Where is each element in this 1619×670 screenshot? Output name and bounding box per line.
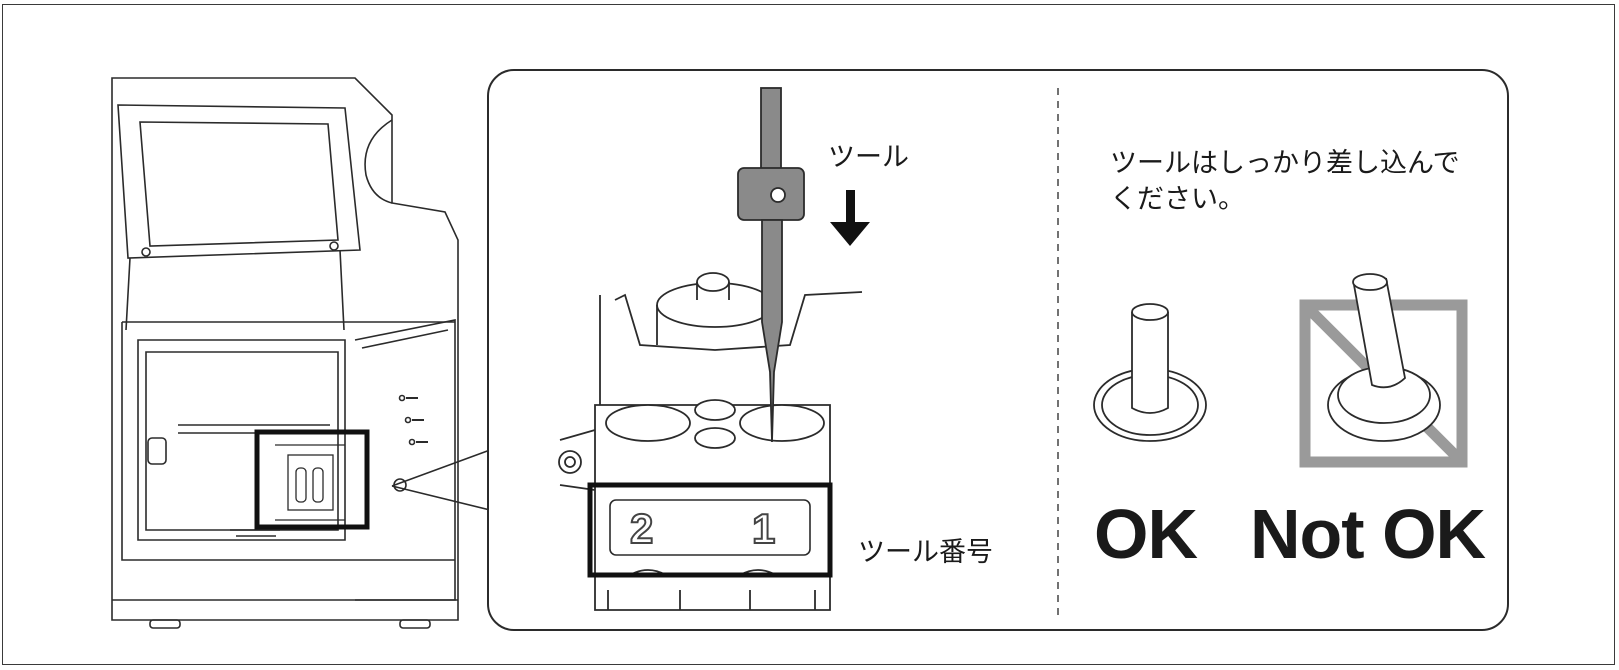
number-plate xyxy=(609,499,811,556)
slot-number-2: 2 xyxy=(629,504,654,553)
instruction-text: ツールはしっかり差し込んで ください。 xyxy=(1110,146,1460,218)
milling-machine xyxy=(111,77,459,629)
tool-label: ツール xyxy=(828,142,909,173)
slot-number-1: 1 xyxy=(751,504,776,553)
instruction-line-2: ください。 xyxy=(1110,184,1245,215)
ok-label: OK xyxy=(1094,495,1198,573)
ok-example xyxy=(1093,303,1207,442)
insert-arrow-icon xyxy=(830,190,870,246)
holder-highlight-box xyxy=(254,429,370,530)
callout-pointer xyxy=(391,449,491,511)
tool-number-highlight xyxy=(587,482,833,578)
not-ok-label: Not OK xyxy=(1250,495,1486,573)
tool-illustration xyxy=(737,87,805,443)
not-ok-example xyxy=(1299,273,1468,468)
instruction-line-1: ツールはしっかり差し込んで xyxy=(1110,148,1460,179)
holder-mini xyxy=(275,444,345,521)
outer-frame xyxy=(2,4,1615,665)
tool-number-label: ツール番号 xyxy=(858,537,993,568)
